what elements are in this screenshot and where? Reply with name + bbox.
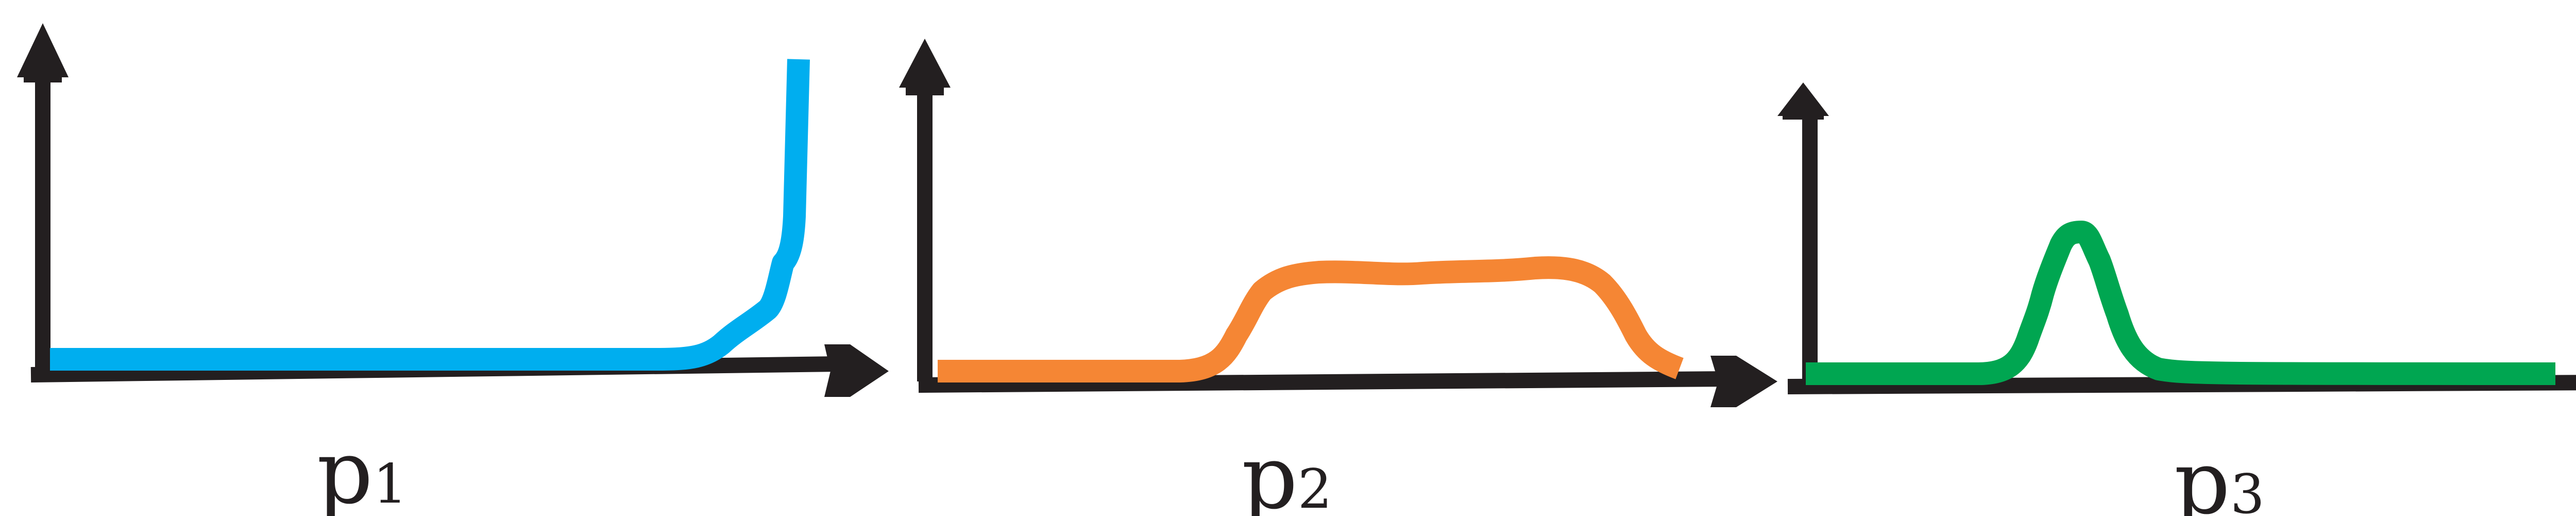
p2-axes [899,39,1777,407]
p2-x-axis-line [918,371,1729,393]
p3-curve [1806,221,2556,385]
p1-axes [17,23,889,397]
p1-x-axis-arrowhead [824,344,889,397]
p3-y-axis-arrowhead [1777,82,1829,120]
panel-p1: p1 [17,23,889,516]
p1-label: p1 [317,422,408,516]
p2-x-axis-arrowhead [1710,356,1777,407]
p2-label: p2 [1242,427,1332,516]
p3-axes [1777,82,2576,394]
panel-p2: p2 [899,39,1777,516]
panel-p3: p3 [1777,82,2576,516]
p1-y-axis-arrowhead [17,23,69,82]
p3-label: p3 [2174,432,2265,516]
p1-curve [50,59,810,371]
p2-y-axis-arrowhead [899,39,951,95]
p2-curve [938,256,1684,382]
